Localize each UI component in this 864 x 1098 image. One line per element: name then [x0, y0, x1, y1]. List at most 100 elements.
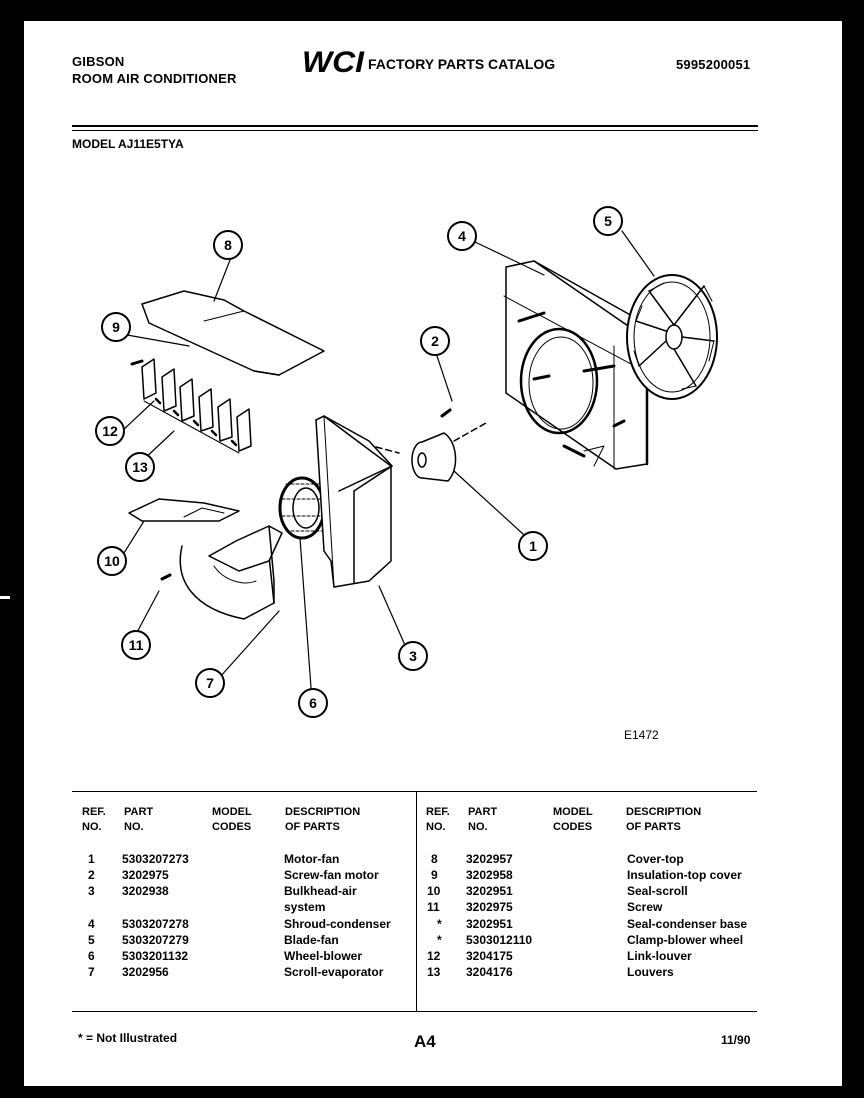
- table-row-part: 3202975: [122, 868, 169, 882]
- svg-text:6: 6: [309, 695, 317, 711]
- not-illustrated-note: * = Not Illustrated: [78, 1031, 178, 1045]
- table-row-desc-continued: system: [284, 900, 326, 914]
- table-row-part: 3204175: [466, 949, 513, 963]
- callout-2: 2: [420, 326, 450, 356]
- screw-part: [160, 573, 172, 581]
- callout-8: 8: [213, 230, 243, 260]
- table-row-desc: Louvers: [627, 965, 674, 979]
- louvers-part: [130, 358, 252, 454]
- catalog-title: FACTORY PARTS CATALOG: [368, 56, 556, 72]
- table-row-ref: 5: [88, 933, 95, 947]
- callout-6: 6: [298, 688, 328, 718]
- table-row-ref: 11: [427, 900, 440, 914]
- svg-text:5: 5: [604, 213, 612, 229]
- callout-10: 10: [97, 546, 127, 576]
- svg-text:3: 3: [409, 648, 417, 664]
- table-row-ref: 6: [88, 949, 95, 963]
- callout-9: 9: [101, 312, 131, 342]
- cover-top-part: [141, 290, 325, 376]
- table-row-part: 3202951: [466, 917, 513, 931]
- brand-name: GIBSON: [72, 54, 125, 69]
- callout-11: 11: [121, 630, 151, 660]
- callout-1: 1: [518, 531, 548, 561]
- table-row-ref: 3: [88, 884, 95, 898]
- page-number: A4: [414, 1032, 436, 1051]
- callout-12: 12: [95, 416, 125, 446]
- blower-wheel-part: [278, 476, 330, 540]
- table-row-desc: Wheel-blower: [284, 949, 363, 963]
- svg-text:4: 4: [458, 228, 466, 244]
- table-row-part: 3202938: [122, 884, 169, 898]
- table-row-desc: Bulkhead-air: [284, 884, 357, 898]
- callout-13: 13: [125, 452, 155, 482]
- table-row-desc: Cover-top: [627, 852, 684, 866]
- table-row-part: 3202957: [466, 852, 513, 866]
- svg-text:1: 1: [529, 538, 537, 554]
- table-row-part: 5303207279: [122, 933, 189, 947]
- table-row-desc: Link-louver: [627, 949, 692, 963]
- fan-blade-part: [626, 274, 718, 400]
- scroll-evaporator-part: [179, 525, 283, 620]
- callout-7: 7: [195, 668, 225, 698]
- table-bottom-rule: [72, 1011, 757, 1012]
- svg-text:13: 13: [132, 459, 148, 475]
- table-row-ref: 13: [427, 965, 441, 979]
- table-row-part: 5303207273: [122, 852, 189, 866]
- table-row-desc: Screw: [627, 900, 663, 914]
- header-rule-top: [72, 125, 758, 127]
- table-row-desc: Shroud-condenser: [284, 917, 391, 931]
- scan-edge-mark: [0, 596, 10, 599]
- catalog-number: 5995200051: [676, 57, 751, 72]
- table-center-divider: [416, 791, 417, 1011]
- callout-3: 3: [398, 641, 428, 671]
- table-row-part: 3202951: [466, 884, 513, 898]
- diagram-code: E1472: [624, 728, 659, 742]
- leader-lines: [118, 230, 655, 702]
- parts-catalog-page: GIBSON ROOM AIR CONDITIONER WCI FACTORY …: [24, 21, 842, 1086]
- table-row-part: 5303012110: [466, 933, 533, 947]
- table-row-desc: Seal-condenser base: [627, 917, 748, 931]
- fan-motor-part: [375, 408, 487, 482]
- col-ref-header: REF.NO.: [82, 806, 106, 833]
- table-row-desc: Clamp-blower wheel: [627, 933, 744, 947]
- table-row-part: 3202956: [122, 965, 169, 979]
- table-row-desc: Motor-fan: [284, 852, 340, 866]
- table-row-desc: Blade-fan: [284, 933, 339, 947]
- seal-scroll-part: [128, 498, 240, 522]
- table-row-ref: *: [437, 917, 442, 931]
- table-top-rule: [72, 791, 757, 792]
- table-row-ref: 7: [88, 965, 95, 979]
- table-row-part: 5303201132: [122, 949, 189, 963]
- table-row-part: 5303207278: [122, 917, 189, 931]
- table-row-desc: Scroll-evaporator: [284, 965, 384, 979]
- table-row-ref: 10: [427, 884, 441, 898]
- callout-5: 5: [593, 206, 623, 236]
- table-row-ref: 2: [88, 868, 95, 882]
- revision-date: 11/90: [721, 1033, 751, 1047]
- table-row-desc: Insulation-top cover: [627, 868, 742, 882]
- table-row-ref: *: [437, 933, 442, 947]
- svg-text:11: 11: [129, 637, 144, 653]
- product-type: ROOM AIR CONDITIONER: [72, 71, 237, 86]
- table-row-ref: 9: [431, 868, 438, 882]
- table-row-ref: 4: [88, 917, 95, 931]
- svg-text:8: 8: [224, 237, 232, 253]
- callout-4: 4: [447, 221, 477, 251]
- table-row-ref: 8: [431, 852, 438, 866]
- exploded-parts-diagram: 8 9 2 4 5 12 13 1 10 11 3 7 6: [95, 206, 718, 718]
- svg-text:10: 10: [104, 553, 120, 569]
- svg-text:2: 2: [431, 333, 439, 349]
- model-label: MODEL AJ11E5TYA: [72, 137, 184, 151]
- table-row-desc: Screw-fan motor: [284, 868, 379, 882]
- table-row-part: 3202975: [466, 900, 513, 914]
- header-rule-bottom: [72, 130, 758, 131]
- table-row-ref: 1: [88, 852, 95, 866]
- wci-logo: WCI: [302, 47, 365, 77]
- svg-text:9: 9: [112, 319, 120, 335]
- wci-logo-text: WCI: [302, 47, 365, 77]
